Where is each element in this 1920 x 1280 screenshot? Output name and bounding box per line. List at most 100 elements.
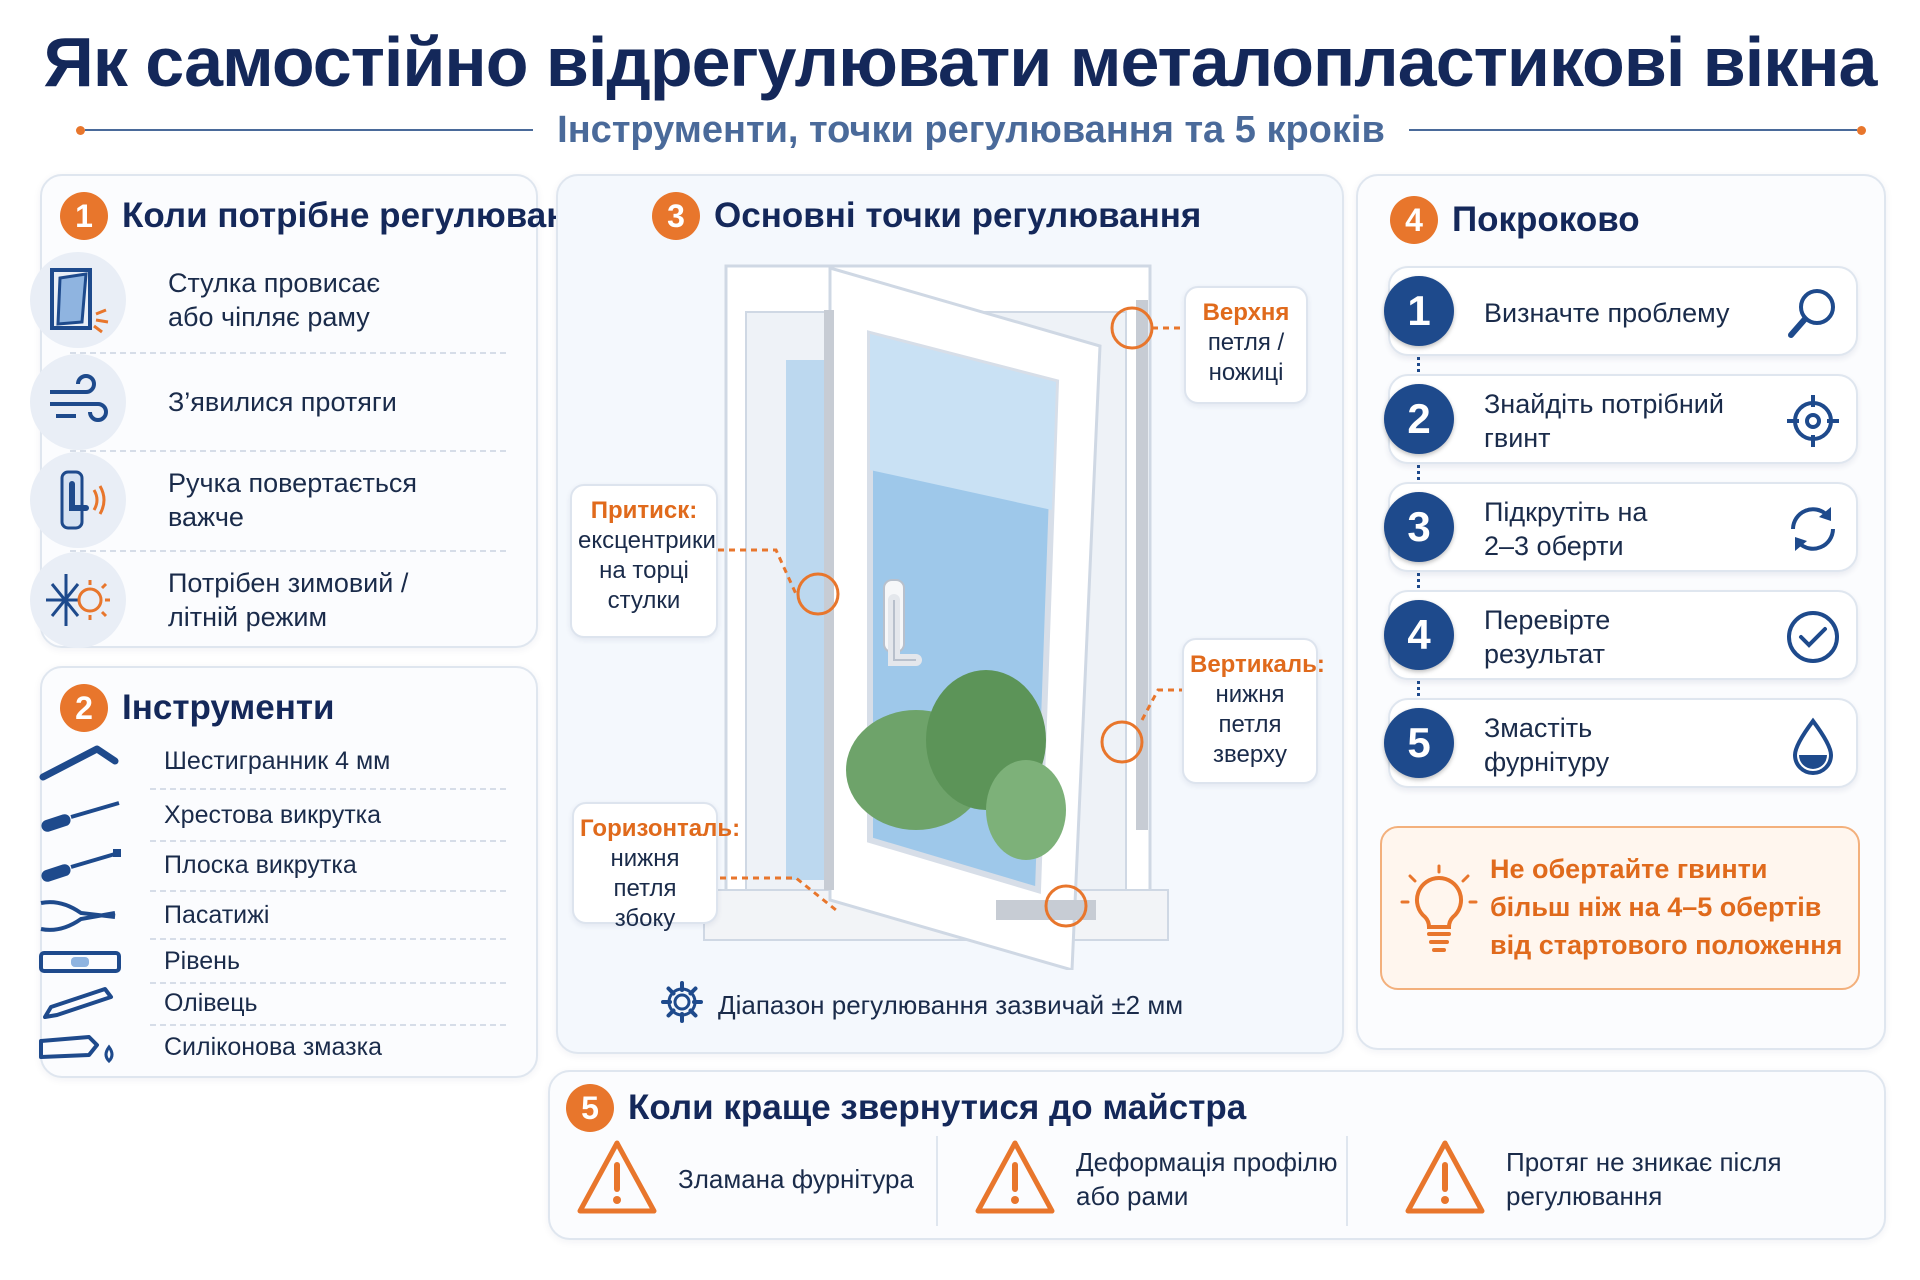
step-line: гвинт [1484,423,1551,453]
case-line: Деформація профілю [1076,1147,1338,1177]
warning-text: Не обертайте гвинти більш ніж на 4–5 обе… [1490,854,1843,960]
callout-line: петля [1218,711,1282,738]
callout-line: стулки [607,587,681,614]
sagging-sash-icon [30,252,126,348]
panel-steps-heading: 4 Покроково [1390,196,1640,244]
target-icon [1780,388,1846,454]
step-number: 4 [1384,600,1454,670]
subtitle-row: Інструменти, точки регулювання та 5 крок… [76,108,1866,152]
level-icon [30,938,130,984]
step-card: 2 Знайдіть потрібний гвинт [1384,374,1858,464]
step-number: 1 [1384,276,1454,346]
step-number: 5 [1384,708,1454,778]
divider [70,550,506,552]
range-note: Діапазон регулювання зазвичай ±2 мм [660,980,1183,1031]
step-card: 4 Перевірте результат [1384,590,1858,680]
gear-icon [660,980,704,1031]
case-line: Протяг не зникає після [1506,1147,1782,1177]
divider [150,938,506,940]
callout-line: ексцентрики [578,527,716,554]
step-line: результат [1484,639,1605,669]
decor-line-left [85,129,534,131]
range-text: Діапазон регулювання зазвичай ±2 мм [718,990,1184,1020]
draft-wind-icon [30,354,126,450]
section-number: 4 [1390,196,1438,244]
hex-key-icon [30,738,130,784]
tool-label: Рівень [164,946,240,975]
panel-adjust-points-heading: 3 Основні точки регулювання [652,192,1201,240]
list-item: Олівець [30,980,500,1026]
tool-label: Пасатижі [164,900,270,929]
decor-dot-right [1857,125,1866,135]
pencil-icon [30,980,130,1026]
list-item: Силіконова змазка [30,1024,500,1070]
step-line: Змастіть [1484,713,1593,743]
snow-sun-icon [30,552,126,648]
section-number: 1 [60,192,108,240]
step-number: 2 [1384,384,1454,454]
divider [150,1024,506,1026]
rotate-icon [1780,496,1846,562]
divider [70,450,506,452]
divider [150,890,506,892]
step-line: Перевірте [1484,605,1611,635]
divider [150,840,506,842]
warning-triangle-icon [1404,1137,1486,1222]
callout-line: нижня [610,845,680,872]
tool-label: Плоска викрутка [164,850,357,879]
step-card: 1 Визначте проблему [1384,266,1858,356]
divider [150,982,506,984]
callout-vertical: Вертикаль: нижня петля зверху [1182,638,1325,784]
divider [936,1136,938,1226]
tool-label: Шестигранник 4 мм [164,746,391,775]
step-line: Визначте проблему [1484,298,1730,328]
section-title: Коли потрібне регулювання [122,196,609,235]
list-item: Плоска викрутка [30,842,500,888]
case-line: Зламана фурнітура [678,1164,914,1194]
step-number: 3 [1384,492,1454,562]
page-title: Як самостійно відрегулювати металопласти… [43,23,1878,101]
pliers-icon [30,892,130,938]
section-title: Основні точки регулювання [714,196,1202,235]
warning-box: Не обертайте гвинти більш ніж на 4–5 обе… [1380,826,1860,990]
lightbulb-icon [1400,864,1478,965]
tool-label: Силіконова змазка [164,1032,382,1061]
oil-drop-icon [1780,712,1846,778]
list-item: Потрібен зимовий /літній режим [30,552,500,648]
decor-line-right [1408,129,1857,131]
callout-top-hinge: Верхня петля / ножиці [1184,286,1308,404]
list-item: З’явилися протяги [30,354,500,450]
callout-line: зверху [1213,741,1287,768]
section-number: 5 [566,1084,614,1132]
flat-screwdriver-icon [30,842,130,888]
warning-triangle-icon [974,1137,1056,1222]
callout-highlight: Вертикаль: [1190,651,1325,678]
item-line: З’явилися протяги [168,387,397,417]
magnifier-icon [1780,280,1846,346]
divider [1346,1136,1348,1226]
section-title: Коли краще звернутися до майстра [628,1088,1247,1127]
step-line: Знайдіть потрібний [1484,389,1724,419]
window-illustration [703,264,1184,970]
section-number: 2 [60,684,108,732]
silicone-grease-icon [30,1024,130,1070]
stiff-handle-icon [30,452,126,548]
item-line: важче [168,502,244,532]
item-line: або чіпляє раму [168,302,370,332]
item-line: Потрібен зимовий / [168,568,409,598]
divider [150,788,506,790]
section-number: 3 [652,192,700,240]
panel-tools-heading: 2 Інструменти [60,684,335,732]
callout-line: ножиці [1208,359,1284,386]
item-line: Стулка провисає [168,268,381,298]
divider [70,352,506,354]
tool-label: Олівець [164,988,258,1017]
step-line: Підкрутіть на [1484,497,1648,527]
panel-master [548,1070,1886,1240]
tool-label: Хрестова викрутка [164,800,382,829]
